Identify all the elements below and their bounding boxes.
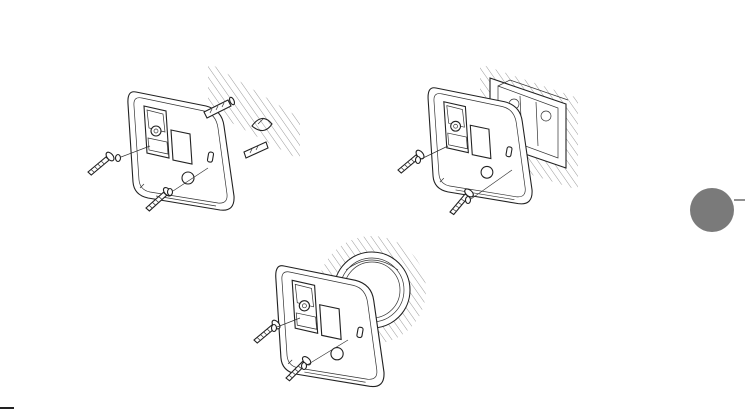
washer-icon	[168, 189, 173, 196]
screw-icon	[394, 148, 428, 174]
washer-icon	[416, 157, 421, 164]
washer-icon	[272, 325, 277, 332]
wall-anchor-icon	[244, 142, 268, 158]
panel-round-box	[250, 236, 426, 387]
washer-icon	[302, 363, 307, 370]
section-tab-icon	[690, 188, 745, 232]
panel-wall-plugs	[84, 62, 300, 212]
washer-icon	[466, 197, 471, 204]
screw-icon	[84, 150, 118, 176]
panel-flush-box	[394, 64, 578, 215]
washer-icon	[116, 155, 121, 162]
